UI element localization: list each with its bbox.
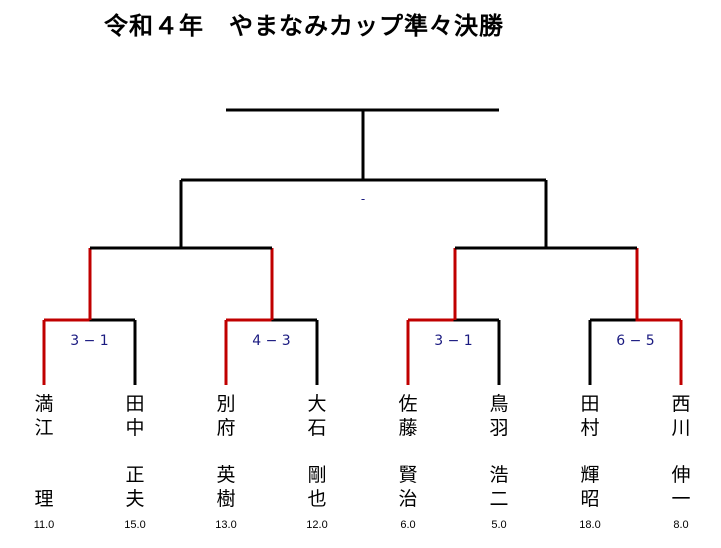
- player-handicap: 13.0: [215, 519, 237, 531]
- player-handicap: 8.0: [673, 519, 689, 531]
- player-3: 別府: [206, 392, 246, 440]
- player-family-name: 田中: [125, 393, 145, 439]
- player-handicap: 18.0: [579, 519, 601, 531]
- player-handicap: 11.0: [33, 519, 55, 531]
- player-family-name: 別府: [216, 393, 236, 439]
- player-given-name: 賢治: [398, 464, 418, 510]
- player-1: 満江: [24, 392, 64, 440]
- player-family-name: 大石: [307, 393, 327, 439]
- match-score-2: 4 − 3: [252, 333, 291, 349]
- player-6: 鳥羽: [479, 392, 519, 440]
- player-handicap: 6.0: [400, 519, 416, 531]
- player-given-name: 理: [34, 488, 54, 510]
- player-given-name: 浩二: [489, 464, 509, 510]
- player-family-name: 佐藤: [398, 393, 418, 439]
- player-given-name: 英樹: [216, 464, 236, 510]
- player-family-name: 鳥羽: [489, 393, 509, 439]
- player-given-name: 剛也: [307, 464, 327, 510]
- player-given-name: 輝昭: [580, 464, 600, 510]
- player-handicap: 15.0: [124, 519, 146, 531]
- player-given-name: 正夫: [125, 464, 145, 510]
- match-score-4: 6 − 5: [616, 333, 655, 349]
- player-handicap: 5.0: [491, 519, 507, 531]
- page-title: 令和４年 やまなみカップ準々決勝: [104, 11, 504, 40]
- player-family-name: 満江: [34, 393, 54, 439]
- final-score: -: [360, 192, 366, 206]
- player-2: 田中: [115, 392, 155, 440]
- player-given-name: 伸一: [671, 464, 691, 510]
- player-5: 佐藤: [388, 392, 428, 440]
- player-7: 田村: [570, 392, 610, 440]
- player-4: 大石: [297, 392, 337, 440]
- match-score-1: 3 − 1: [70, 333, 109, 349]
- match-score-3: 3 − 1: [434, 333, 473, 349]
- player-handicap: 12.0: [306, 519, 328, 531]
- player-8: 西川: [661, 392, 701, 440]
- player-family-name: 田村: [580, 393, 600, 439]
- player-family-name: 西川: [671, 393, 691, 439]
